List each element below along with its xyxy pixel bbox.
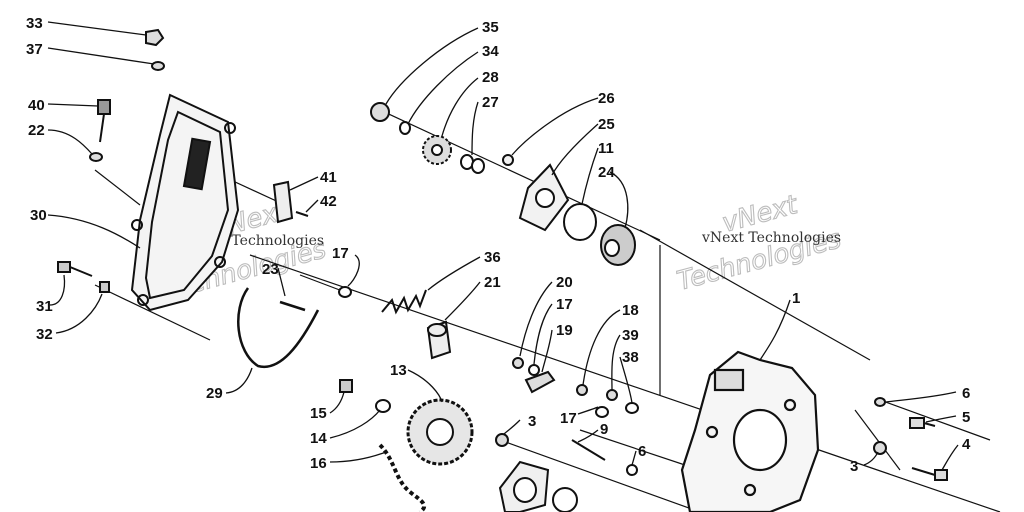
main-housing-1	[680, 350, 820, 512]
label-23: 23	[262, 261, 279, 278]
cable-29	[237, 287, 320, 369]
label-17-c: 17	[560, 410, 577, 427]
label-30: 30	[30, 207, 47, 224]
clip-41	[272, 180, 309, 224]
label-21: 21	[484, 274, 501, 291]
label-37: 37	[26, 41, 43, 58]
label-29: 29	[206, 385, 223, 402]
label-24: 24	[598, 164, 615, 181]
label-4: 4	[962, 436, 971, 453]
label-18: 18	[622, 302, 639, 319]
label-25: 25	[598, 116, 615, 133]
right-bolts	[873, 397, 948, 481]
label-17-b: 17	[556, 296, 573, 313]
label-9: 9	[600, 421, 608, 438]
label-32: 32	[36, 326, 53, 343]
watermark-right: vNext Technologies vNext Technologies	[673, 189, 844, 297]
label-16: 16	[310, 455, 327, 472]
label-27: 27	[482, 94, 499, 111]
bottom-sprocket-group	[339, 379, 474, 512]
bearing-plate-group	[502, 154, 636, 266]
part-labels: 33 37 40 22 30 31 32 41 42 23 17 29 35 3…	[26, 15, 971, 475]
bolt-31	[57, 261, 110, 293]
label-3-b: 3	[850, 458, 858, 475]
label-40: 40	[28, 97, 45, 114]
label-6-a: 6	[638, 443, 646, 460]
label-3-a: 3	[528, 413, 536, 430]
label-20: 20	[556, 274, 573, 291]
label-34: 34	[482, 43, 499, 60]
label-39: 39	[622, 327, 639, 344]
label-15: 15	[310, 405, 327, 422]
label-28: 28	[482, 69, 499, 86]
spring-36	[381, 289, 427, 315]
label-33: 33	[26, 15, 43, 32]
label-31: 31	[36, 298, 53, 315]
label-6-b: 6	[962, 385, 970, 402]
label-22: 22	[28, 122, 45, 139]
label-42: 42	[320, 193, 337, 210]
washer-17a	[338, 286, 352, 298]
label-13: 13	[390, 362, 407, 379]
vent-40	[89, 99, 111, 162]
label-14: 14	[310, 430, 327, 447]
label-17-a: 17	[332, 245, 349, 262]
label-19: 19	[556, 322, 573, 339]
top-nut-33	[145, 28, 165, 71]
leader-lines	[47, 21, 959, 471]
label-5: 5	[962, 409, 970, 426]
label-36: 36	[484, 249, 501, 266]
top-sprocket-group	[370, 102, 485, 174]
bushing-21	[426, 320, 452, 360]
axis-lines	[94, 109, 1001, 512]
lower-linkage	[512, 357, 639, 418]
bottom-parts	[495, 433, 638, 512]
label-1: 1	[792, 290, 800, 307]
label-11: 11	[598, 140, 614, 157]
label-38: 38	[622, 349, 639, 366]
watermark-right-small: vNext Technologies	[701, 230, 841, 246]
label-26: 26	[598, 90, 615, 107]
gear-case-cover	[130, 93, 240, 312]
label-41: 41	[320, 169, 337, 186]
label-35: 35	[482, 19, 499, 36]
